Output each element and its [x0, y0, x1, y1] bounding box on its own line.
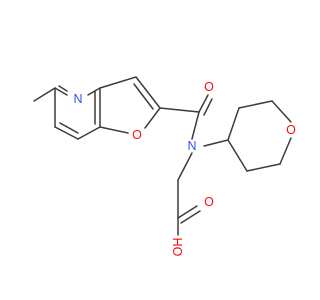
bond-layer	[33, 76, 292, 236]
bond-oxane-3	[271, 100, 292, 123]
bond-oxane-4	[279, 137, 292, 165]
bond-c7a-c7	[77, 126, 101, 140]
bond-c2-o1	[144, 107, 161, 129]
bond-c3-c2	[135, 76, 161, 109]
bond-carbonyl-o-double	[203, 98, 213, 116]
pyridine-nitrogen-label: N	[73, 92, 82, 106]
bond-carbonyl-o	[198, 94, 209, 113]
acid-carbonyl-oxygen-label: O	[204, 195, 214, 209]
bond-acid-o-double-a	[177, 205, 198, 219]
furan-oxygen-label: O	[132, 128, 142, 142]
bond-n-oxane	[203, 139, 229, 147]
bond-o1-c7a	[99, 126, 129, 134]
bond-c3a-c3	[99, 76, 137, 89]
bond-methyl	[33, 87, 56, 102]
molecule-diagram: N O O N O O OH	[33, 76, 296, 256]
bond-c3-c2-double	[133, 83, 154, 110]
bond-c2-carbonyl	[159, 107, 200, 113]
bond-c7-c6-double	[59, 122, 79, 134]
atom-layer: N O O N O O OH	[73, 80, 296, 256]
bond-c7-c6	[54, 126, 79, 140]
bond-oxane-2	[238, 100, 273, 109]
hydroxyl-label: OH	[171, 238, 185, 257]
bond-c5-n4	[54, 87, 68, 96]
bond-n4-c3a	[87, 87, 101, 96]
bond-carbonyl-n	[191, 111, 200, 140]
bond-oxane-5	[246, 163, 281, 172]
amide-nitrogen-label: N	[187, 139, 196, 153]
bond-acid-o-double-b	[180, 210, 201, 224]
bond-oxane-6	[227, 139, 248, 172]
bond-c5-n4-double	[58, 85, 68, 92]
carbonyl-oxygen-label: O	[204, 80, 214, 94]
bond-n-ch2	[177, 152, 193, 181]
bond-oxane-1	[227, 107, 240, 141]
oxane-oxygen-label: O	[286, 123, 296, 137]
